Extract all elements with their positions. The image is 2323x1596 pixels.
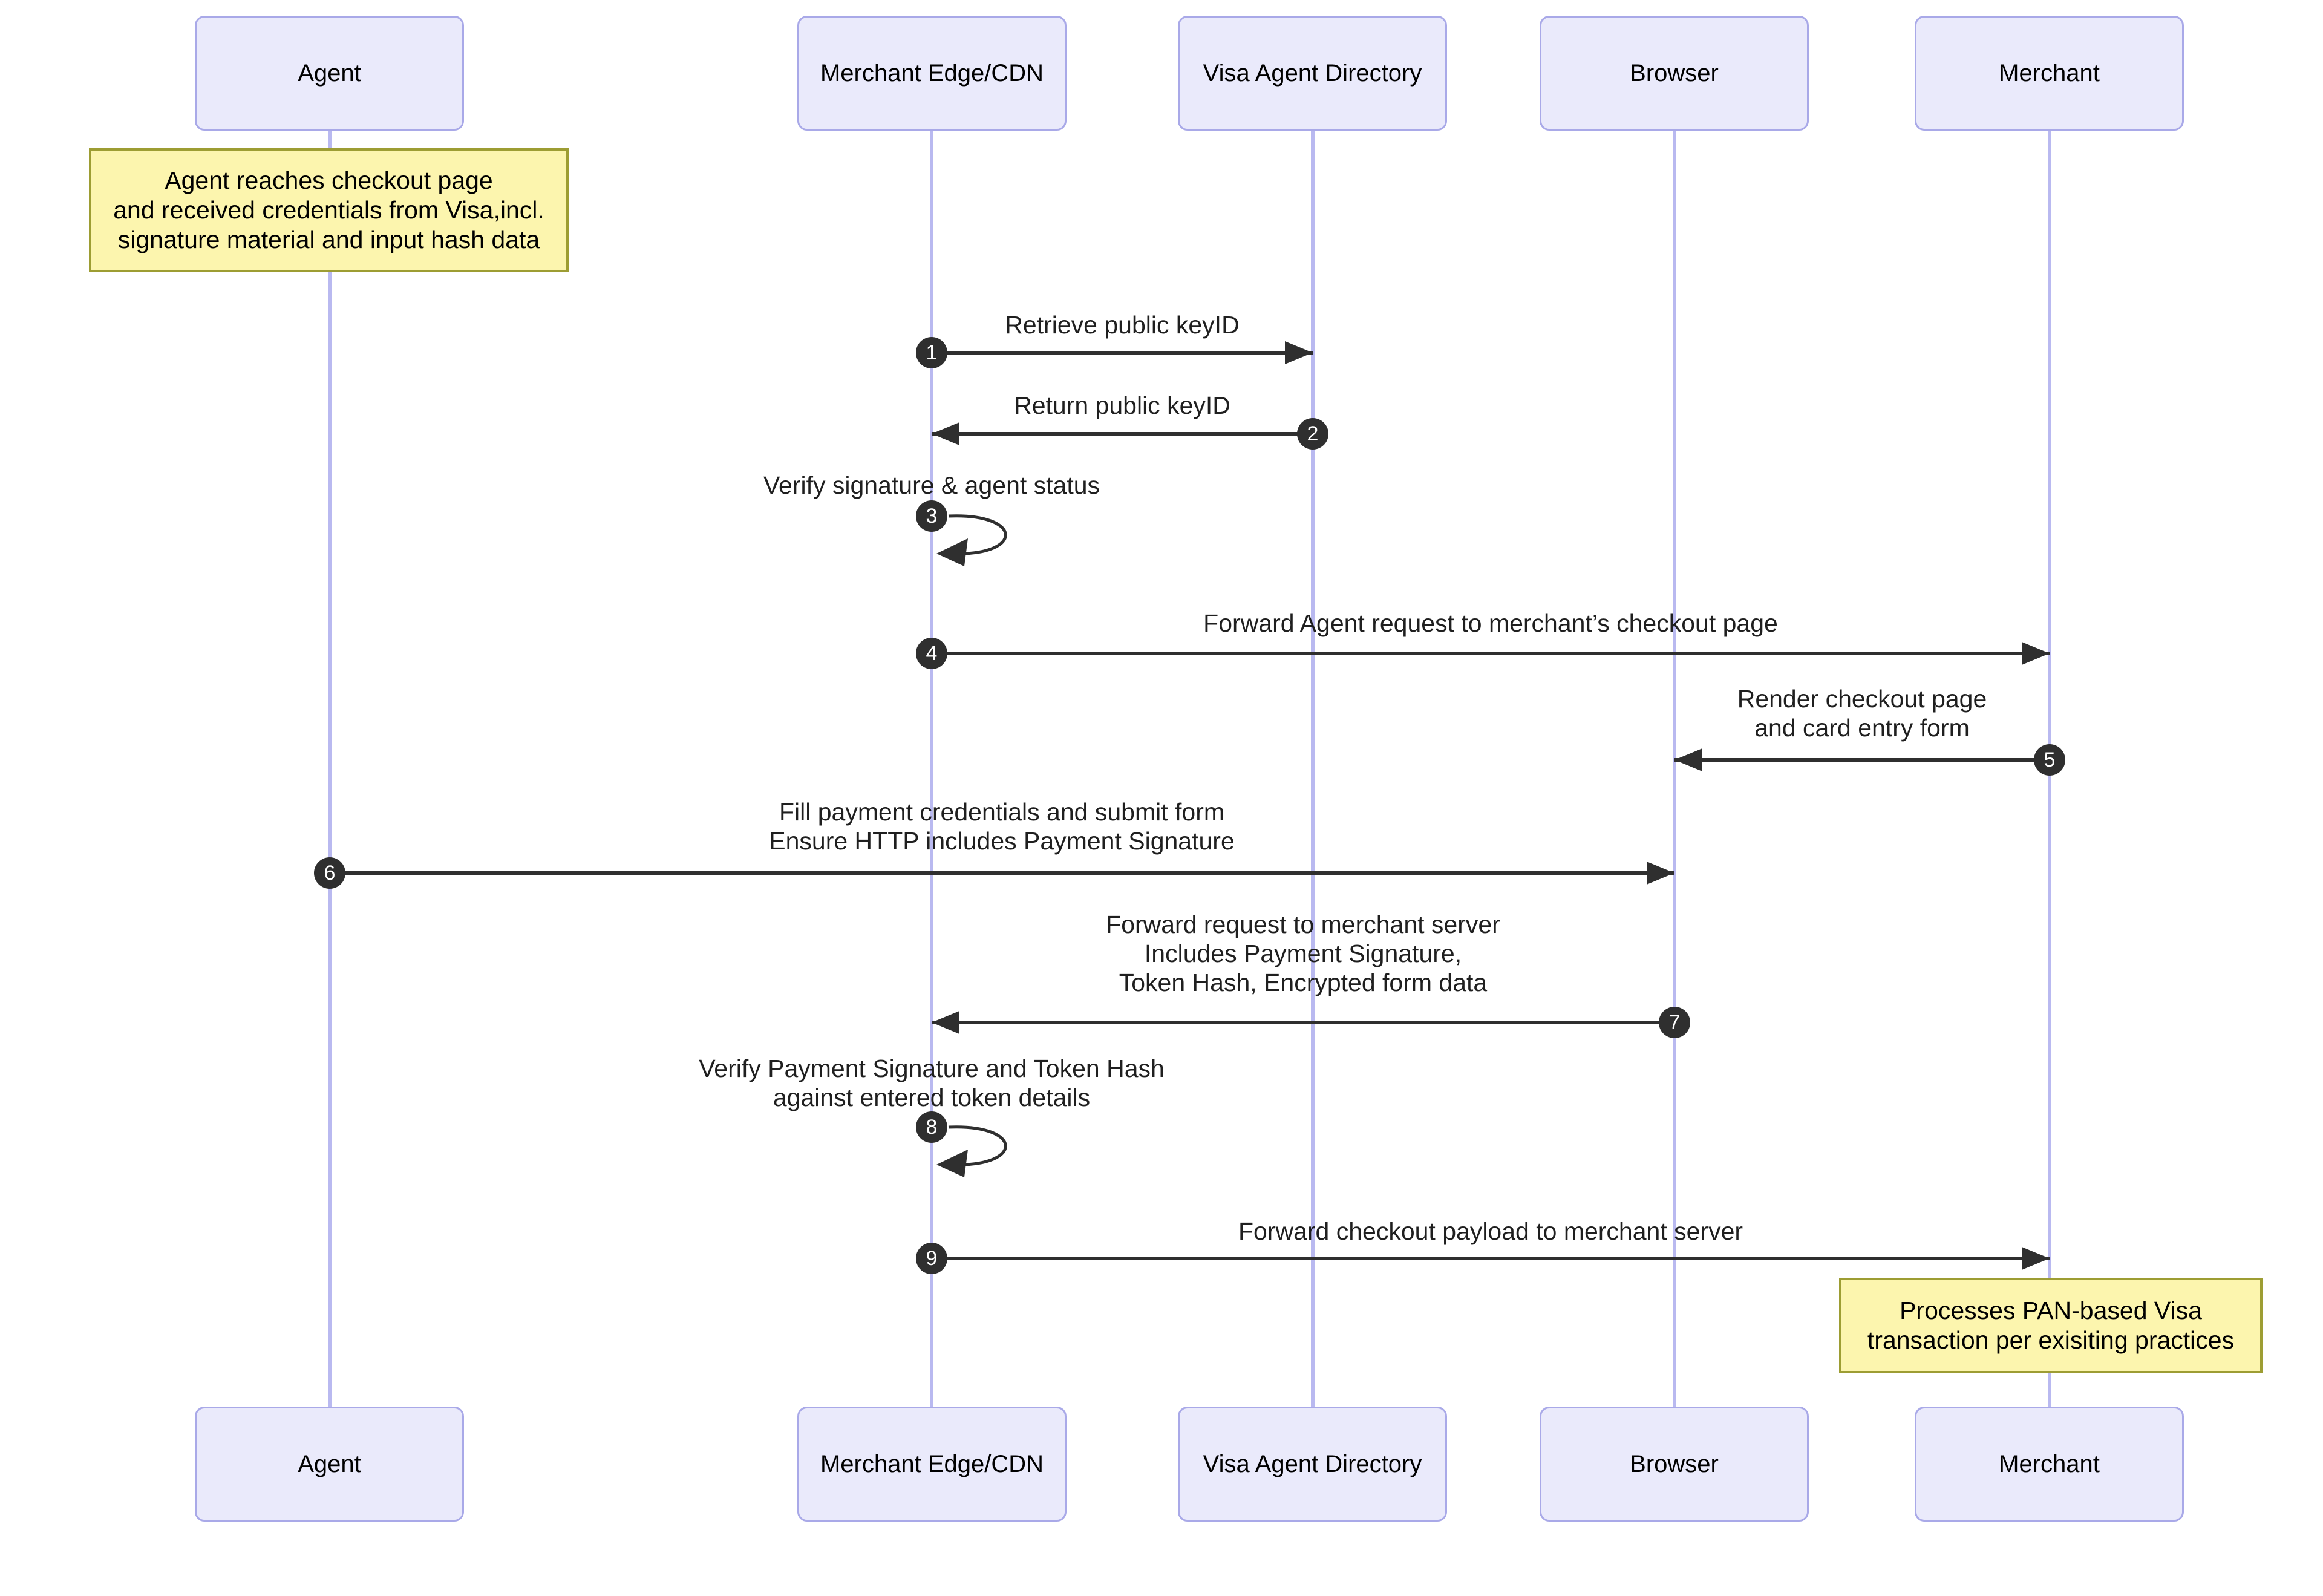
number: 4 — [926, 641, 938, 665]
participant-top-visa-agent-directory: Visa Agent Directory — [1178, 16, 1447, 131]
number: 8 — [926, 1115, 938, 1139]
number: 1 — [926, 341, 938, 364]
message-6-label: Fill payment credentials and submit form… — [769, 797, 1235, 855]
number: 2 — [1307, 422, 1319, 445]
message-line: Forward checkout payload to merchant ser… — [1238, 1217, 1743, 1245]
message-3-label: Verify signature & agent status — [763, 471, 1100, 500]
self-loop-8 — [948, 1125, 1007, 1166]
participant-top-merchant-edge-cdn: Merchant Edge/CDN — [797, 16, 1067, 131]
message-2-label: Return public keyID — [1014, 391, 1230, 420]
lifeline-merchant-edge-cdn — [930, 131, 933, 1407]
message-3-number: 3 — [916, 500, 947, 532]
number: 6 — [324, 861, 336, 885]
participant-bottom-visa-agent-directory: Visa Agent Directory — [1178, 1407, 1447, 1522]
message-5-arrowhead — [1674, 748, 1702, 771]
message-line: Verify Payment Signature and Token Hash — [699, 1055, 1165, 1082]
note-line: Agent reaches checkout page — [165, 166, 493, 194]
message-9-arrow-line — [932, 1257, 2050, 1260]
message-8-number: 8 — [916, 1111, 947, 1143]
message-2-arrow-line — [932, 432, 1313, 436]
message-1-arrow-line — [932, 351, 1313, 355]
message-7-label: Forward request to merchant server Inclu… — [1106, 910, 1500, 997]
message-6-arrow-line — [330, 871, 1674, 875]
message-line: Render checkout page — [1737, 685, 1987, 713]
note-line: signature material and input hash data — [117, 226, 540, 253]
message-line: Retrieve public keyID — [1005, 311, 1240, 339]
participant-top-browser: Browser — [1540, 16, 1809, 131]
message-4-number: 4 — [916, 638, 947, 669]
message-2-arrowhead — [932, 422, 959, 445]
message-9-number: 9 — [916, 1243, 947, 1274]
message-line: Verify signature & agent status — [763, 471, 1100, 499]
message-7-number: 7 — [1659, 1007, 1690, 1038]
number: 7 — [1668, 1010, 1681, 1034]
participant-label: Agent — [298, 1450, 361, 1477]
lifeline-agent — [328, 131, 332, 1407]
message-5-number: 5 — [2034, 744, 2065, 776]
message-line: Forward Agent request to merchant’s chec… — [1203, 609, 1778, 637]
note-merchant-processing: Processes PAN-based Visa transaction per… — [1839, 1278, 2263, 1373]
message-5-arrow-line — [1674, 758, 2050, 762]
message-4-arrowhead — [2022, 642, 2050, 665]
message-6-arrowhead — [1647, 862, 1674, 885]
number: 3 — [926, 504, 938, 528]
participant-label: Visa Agent Directory — [1203, 1450, 1422, 1477]
message-9-label: Forward checkout payload to merchant ser… — [1238, 1217, 1743, 1246]
message-9-arrowhead — [2022, 1247, 2050, 1270]
participant-label: Visa Agent Directory — [1203, 59, 1422, 87]
participant-label: Browser — [1630, 1450, 1719, 1477]
message-2-number: 2 — [1297, 418, 1328, 450]
self-loop-3 — [948, 514, 1007, 555]
message-line: against entered token details — [773, 1084, 1091, 1111]
message-line: Forward request to merchant server — [1106, 911, 1500, 938]
message-5-label: Render checkout page and card entry form — [1737, 684, 1987, 742]
message-1-number: 1 — [916, 337, 947, 368]
participant-bottom-merchant: Merchant — [1915, 1407, 2184, 1522]
number: 5 — [2044, 748, 2056, 771]
message-line: Return public keyID — [1014, 391, 1230, 419]
message-line: Token Hash, Encrypted form data — [1119, 969, 1488, 996]
participant-top-agent: Agent — [195, 16, 464, 131]
self-loop-3-arrowhead — [936, 538, 968, 566]
participant-bottom-merchant-edge-cdn: Merchant Edge/CDN — [797, 1407, 1067, 1522]
message-8-label: Verify Payment Signature and Token Hash … — [699, 1054, 1165, 1112]
message-7-arrowhead — [932, 1011, 959, 1034]
participant-top-merchant: Merchant — [1915, 16, 2184, 131]
note-agent-credentials: Agent reaches checkout page and received… — [89, 148, 569, 272]
note-line: Processes PAN-based Visa — [1900, 1297, 2202, 1324]
participant-label: Browser — [1630, 59, 1719, 87]
message-line: Fill payment credentials and submit form — [779, 798, 1225, 826]
number: 9 — [926, 1246, 938, 1270]
note-line: and received credentials from Visa,incl. — [113, 196, 544, 224]
participant-bottom-browser: Browser — [1540, 1407, 1809, 1522]
message-1-label: Retrieve public keyID — [1005, 310, 1239, 339]
message-line: Ensure HTTP includes Payment Signature — [769, 827, 1235, 855]
message-6-number: 6 — [314, 857, 345, 889]
message-line: and card entry form — [1754, 714, 1970, 742]
participant-label: Merchant Edge/CDN — [820, 1450, 1044, 1477]
message-1-arrowhead — [1285, 341, 1313, 364]
participant-bottom-agent: Agent — [195, 1407, 464, 1522]
message-line: Includes Payment Signature, — [1144, 940, 1462, 967]
note-line: transaction per exisiting practices — [1867, 1326, 2235, 1354]
message-4-arrow-line — [932, 652, 2050, 655]
self-loop-8-arrowhead — [936, 1150, 968, 1177]
message-4-label: Forward Agent request to merchant’s chec… — [1203, 609, 1778, 638]
participant-label: Merchant — [1999, 1450, 2100, 1477]
participant-label: Merchant — [1999, 59, 2100, 87]
message-7-arrow-line — [932, 1021, 1674, 1024]
lifeline-visa-agent-directory — [1311, 131, 1315, 1407]
participant-label: Agent — [298, 59, 361, 87]
participant-label: Merchant Edge/CDN — [820, 59, 1044, 87]
